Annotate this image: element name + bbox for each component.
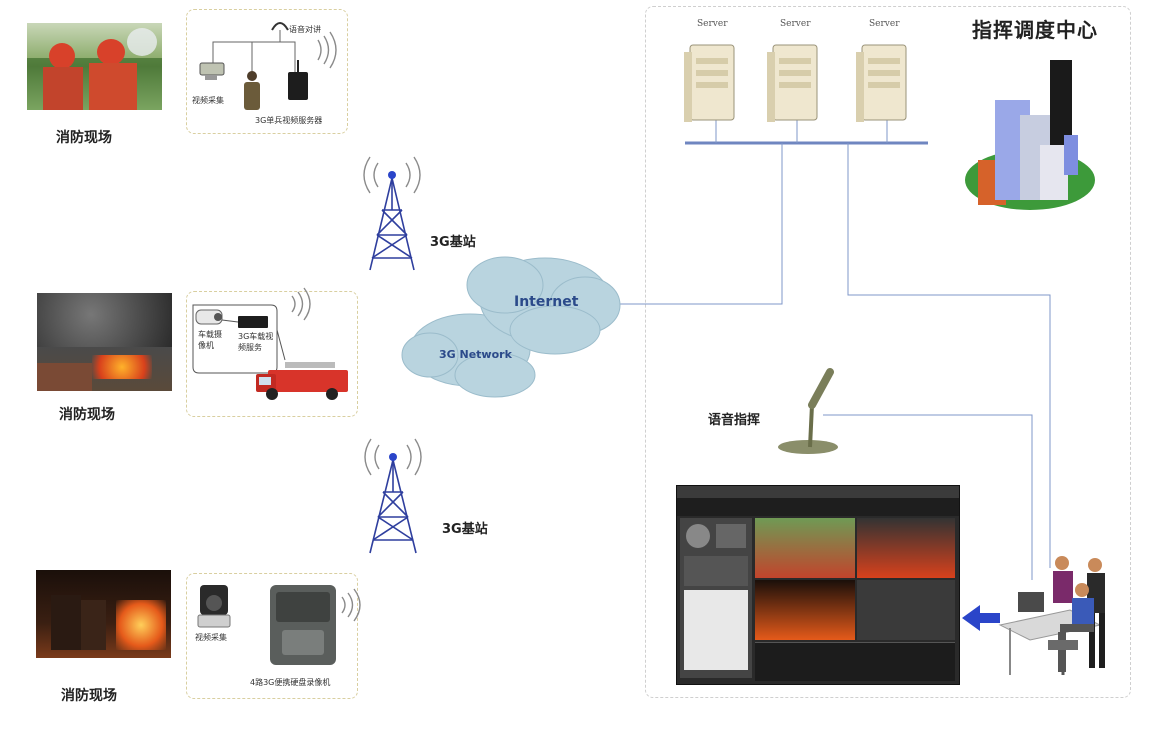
- internet-label: Internet: [514, 294, 579, 310]
- software-toolbar: [677, 498, 959, 516]
- portable-recorder-label: 4路3G便携硬盘录像机: [250, 678, 331, 687]
- site-label-1: 消防现场: [56, 130, 112, 146]
- vehicle-camera-label: 车载摄 像机: [198, 330, 222, 350]
- vehicle-server-label: 3G车载视 频服务: [238, 332, 274, 352]
- video-tile-1: [755, 518, 855, 578]
- server-label-3: Server: [869, 19, 900, 29]
- video-tile-2: [857, 518, 955, 578]
- site1-server-label: 3G单兵视频服务器: [255, 116, 323, 125]
- monitoring-software-window: [676, 485, 960, 685]
- software-timeline: [755, 642, 955, 681]
- command-center-boundary: [645, 6, 1131, 698]
- server-label-2: Server: [780, 19, 811, 29]
- server-label-1: Server: [697, 19, 728, 29]
- site-label-3: 消防现场: [61, 688, 117, 704]
- tower-label-2: 3G基站: [442, 522, 488, 537]
- command-center-title: 指挥调度中心: [972, 18, 1098, 42]
- site-label-2: 消防现场: [59, 407, 115, 423]
- software-side-panel: [680, 518, 752, 678]
- video-tile-4: [857, 580, 955, 640]
- video-capture-label: 视频采集: [192, 96, 224, 105]
- fire-scene-photo-2: [37, 293, 172, 391]
- fire-scene-photo-1: [27, 23, 162, 110]
- voice-command-label: 语音指挥: [708, 413, 761, 428]
- video-tile-3: [755, 580, 855, 640]
- voice-intercom-label: 语音对讲: [289, 25, 321, 34]
- 3g-network-label: 3G Network: [439, 348, 512, 361]
- site3-video-capture-label: 视频采集: [195, 633, 227, 642]
- fire-scene-photo-3: [36, 570, 171, 658]
- tower-label-1: 3G基站: [430, 235, 476, 250]
